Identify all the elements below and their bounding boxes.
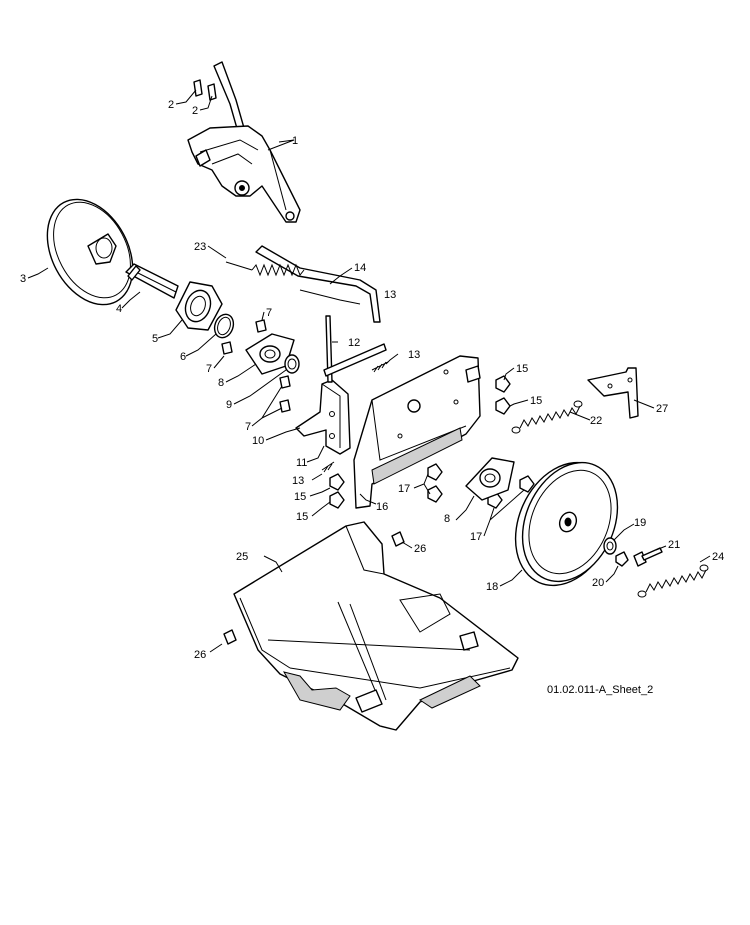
callout-27: 27 [656, 403, 668, 415]
callout-15d: 15 [296, 511, 308, 523]
callout-18: 18 [486, 581, 498, 593]
callout-labels: 1 2 2 3 4 5 6 7 7 7 8 8 9 10 11 12 13 13… [20, 99, 724, 661]
callout-8a: 8 [218, 377, 224, 389]
callout-17b: 17 [470, 531, 482, 543]
part-26-screws [223, 531, 405, 645]
callout-12: 12 [348, 337, 360, 349]
callout-10: 10 [252, 435, 264, 447]
callout-15a: 15 [516, 363, 528, 375]
callout-21: 21 [668, 539, 680, 551]
callout-9: 9 [226, 399, 232, 411]
part-1-shift-lever-assembly [187, 61, 301, 223]
callout-7a: 7 [266, 307, 272, 319]
leader-lines [27, 89, 711, 653]
callout-13b: 13 [408, 349, 420, 361]
part-14-linkage-rod [255, 245, 381, 323]
part-4-shaft [125, 263, 179, 299]
callout-6: 6 [180, 351, 186, 363]
callout-7b: 7 [206, 363, 212, 375]
part-22-spring [511, 400, 583, 434]
part-9-washer [284, 354, 300, 374]
callout-1: 1 [292, 135, 298, 147]
part-13-springs [321, 361, 389, 473]
part-20-nut [615, 551, 629, 567]
callout-13c: 13 [292, 475, 304, 487]
callout-26a: 26 [414, 543, 426, 555]
callout-4: 4 [116, 303, 122, 315]
part-12-rod [323, 315, 387, 383]
part-3-drive-disc [46, 198, 134, 306]
part-8-bearing-housing [245, 333, 295, 375]
callout-14: 14 [354, 262, 366, 274]
part-10-bracket [295, 379, 351, 455]
part-23-spring [225, 261, 305, 277]
part-21-bolt [633, 547, 663, 567]
callout-24: 24 [712, 551, 724, 563]
callout-26b: 26 [194, 649, 206, 661]
part-27-bracket [587, 367, 639, 419]
sheet-id-label: 01.02.011-A_Sheet_2 [547, 684, 654, 696]
part-17-nuts [427, 463, 535, 509]
part-24-spring [637, 564, 709, 598]
part-15-nuts [329, 375, 511, 509]
part-16-mounting-plate [353, 355, 481, 509]
callout-23: 23 [194, 241, 206, 253]
callout-3: 3 [20, 273, 26, 285]
callout-13a: 13 [384, 289, 396, 301]
part-8-bearing-housing-right [465, 457, 515, 501]
callout-15c: 15 [294, 491, 306, 503]
part-18-pulley [514, 461, 619, 587]
part-2-pins [193, 79, 217, 101]
callout-8b: 8 [444, 513, 450, 525]
callout-7c: 7 [245, 421, 251, 433]
part-5-bearing-flange [175, 281, 223, 331]
callout-25: 25 [236, 551, 248, 563]
callout-11: 11 [296, 457, 307, 469]
callout-2b: 2 [192, 105, 198, 117]
callout-17a: 17 [398, 483, 410, 495]
part-7-bolts [221, 319, 291, 413]
callout-20: 20 [592, 577, 604, 589]
callout-16: 16 [376, 501, 388, 513]
callout-22: 22 [590, 415, 602, 427]
callout-19: 19 [634, 517, 646, 529]
callout-15b: 15 [530, 395, 542, 407]
part-6-retaining-ring [213, 313, 235, 339]
callout-2a: 2 [168, 99, 174, 111]
part-25-base-pan [233, 521, 519, 731]
callout-5: 5 [152, 333, 158, 345]
part-19-washer [603, 537, 617, 555]
